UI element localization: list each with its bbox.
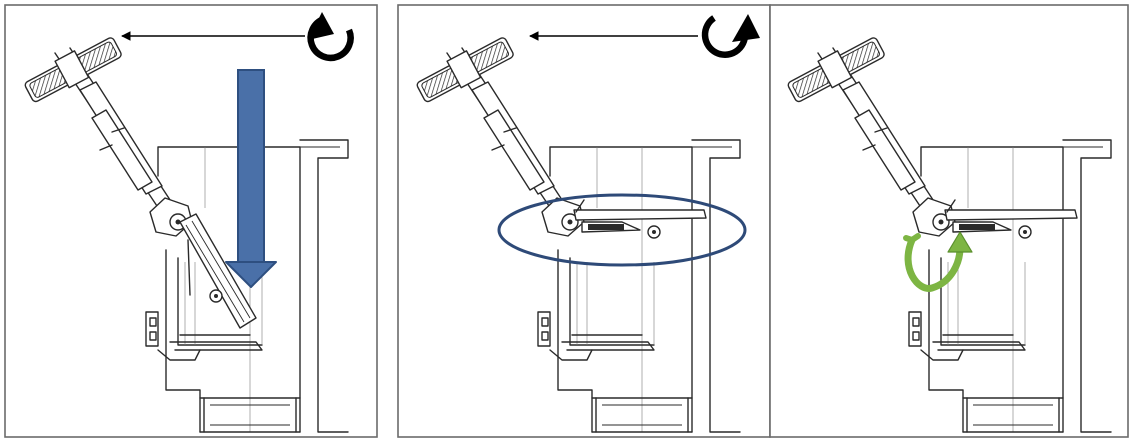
- rotate-ccw-icon: [307, 12, 354, 62]
- panel-step-3: [769, 4, 1129, 438]
- green-flip-arrow-icon: [903, 231, 973, 292]
- panel-step-2: [397, 4, 771, 438]
- panel-step-1: [4, 4, 378, 438]
- rotate-cw-icon: [701, 14, 760, 58]
- highlight-ellipse: [497, 193, 747, 267]
- blue-down-arrow-icon: [225, 69, 277, 288]
